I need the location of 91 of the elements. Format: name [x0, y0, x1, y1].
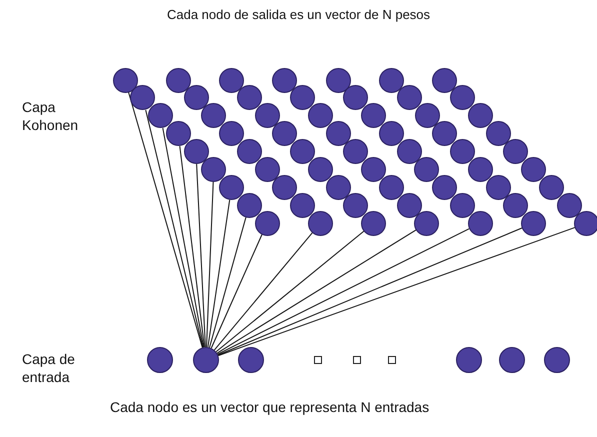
connection-line: [218, 228, 522, 356]
neuron-circle: [499, 347, 525, 373]
neuron-circle: [361, 210, 386, 236]
ellipsis-square: [314, 356, 322, 364]
connection-line: [218, 226, 576, 356]
neuron-circle: [290, 192, 316, 218]
neuron-circle: [326, 121, 351, 146]
neuron-circle: [343, 85, 368, 110]
neuron-circle: [343, 139, 368, 164]
connection-line: [128, 92, 203, 348]
neuron-circle: [450, 192, 475, 218]
connection-line: [209, 216, 246, 348]
neuron-circle: [414, 210, 440, 236]
neuron-circle: [468, 103, 493, 128]
neuron-circle: [254, 157, 280, 182]
neuron-circle: [308, 210, 333, 236]
connection-line: [216, 230, 364, 352]
connection-line: [179, 146, 205, 348]
neuron-circle: [290, 139, 316, 164]
neuron-circle: [361, 157, 386, 182]
neuron-circle: [236, 85, 262, 110]
layer-label: Capa Kohonen: [22, 98, 80, 134]
neuron-circle: [378, 121, 404, 146]
neuron-circle: [112, 68, 138, 92]
neuron-circle: [326, 68, 351, 92]
neuron-circle: [468, 210, 493, 236]
layer-label: Capa de entrada: [22, 350, 76, 386]
neuron-circle: [556, 192, 582, 218]
neuron-circle: [396, 85, 422, 110]
neuron-circle: [574, 210, 597, 236]
neuron-circle: [193, 347, 219, 373]
neuron-circle: [184, 139, 208, 164]
ellipsis-square: [353, 356, 361, 364]
neuron-circle: [166, 121, 191, 146]
neuron-circle: [538, 174, 564, 200]
neuron-circle: [468, 157, 493, 182]
neuron-circle: [308, 103, 333, 128]
neuron-circle: [432, 121, 458, 146]
neuron-circle: [236, 192, 262, 218]
neuron-circle: [290, 85, 316, 110]
neuron-circle: [326, 174, 351, 200]
neuron-circle: [219, 68, 244, 92]
connection-line: [145, 110, 204, 348]
neuron-circle: [272, 121, 298, 146]
neuron-circle: [272, 174, 298, 200]
connection-line: [210, 234, 262, 349]
neuron-circle: [521, 157, 546, 182]
neuron-circle: [432, 68, 458, 92]
neuron-circle: [396, 139, 422, 164]
neuron-circle: [521, 210, 546, 236]
neuron-circle: [396, 192, 422, 218]
neuron-circle: [486, 121, 511, 146]
connection-line: [216, 229, 417, 354]
connection-line: [207, 199, 230, 348]
neuron-circle: [450, 139, 475, 164]
connection-line: [162, 128, 204, 348]
neuron-circle: [486, 174, 510, 200]
neuron-circle: [414, 157, 440, 182]
neuron-circle: [254, 210, 280, 236]
neuron-circle: [254, 103, 280, 128]
ellipsis-square: [388, 356, 396, 364]
neuron-circle: [272, 68, 298, 92]
neuron-circle: [361, 103, 386, 128]
title: Cada nodo de salida es un vector de N pesos: [166, 6, 432, 24]
neuron-circle: [432, 174, 458, 200]
neuron-circle: [148, 103, 173, 128]
neuron-circle: [219, 121, 244, 146]
connection-line: [217, 228, 470, 355]
neuron-circle: [147, 347, 173, 373]
neuron-circle: [130, 85, 156, 110]
description-text: Cada nodo es un vector que representa N entradas: [110, 398, 430, 416]
connection-line: [214, 232, 313, 351]
neuron-circle: [414, 103, 440, 128]
neuron-circle: [456, 347, 482, 373]
connection-line: [196, 164, 206, 348]
neuron-circle: [166, 68, 191, 92]
neuron-circle: [450, 85, 476, 110]
neuron-circle: [544, 347, 570, 373]
neuron-circle: [201, 157, 226, 182]
neuron-circle: [503, 139, 528, 164]
neuron-circle: [219, 174, 244, 200]
neuron-circle: [343, 192, 368, 218]
neuron-circle: [184, 85, 209, 110]
neuron-circle: [378, 174, 404, 200]
neuron-circle: [308, 157, 333, 182]
connection-line: [206, 182, 214, 348]
neuron-circle: [201, 103, 226, 128]
neuron-circle: [236, 139, 262, 164]
neuron-circle: [238, 347, 264, 373]
neuron-circle: [503, 192, 528, 218]
neuron-circle: [379, 68, 404, 92]
